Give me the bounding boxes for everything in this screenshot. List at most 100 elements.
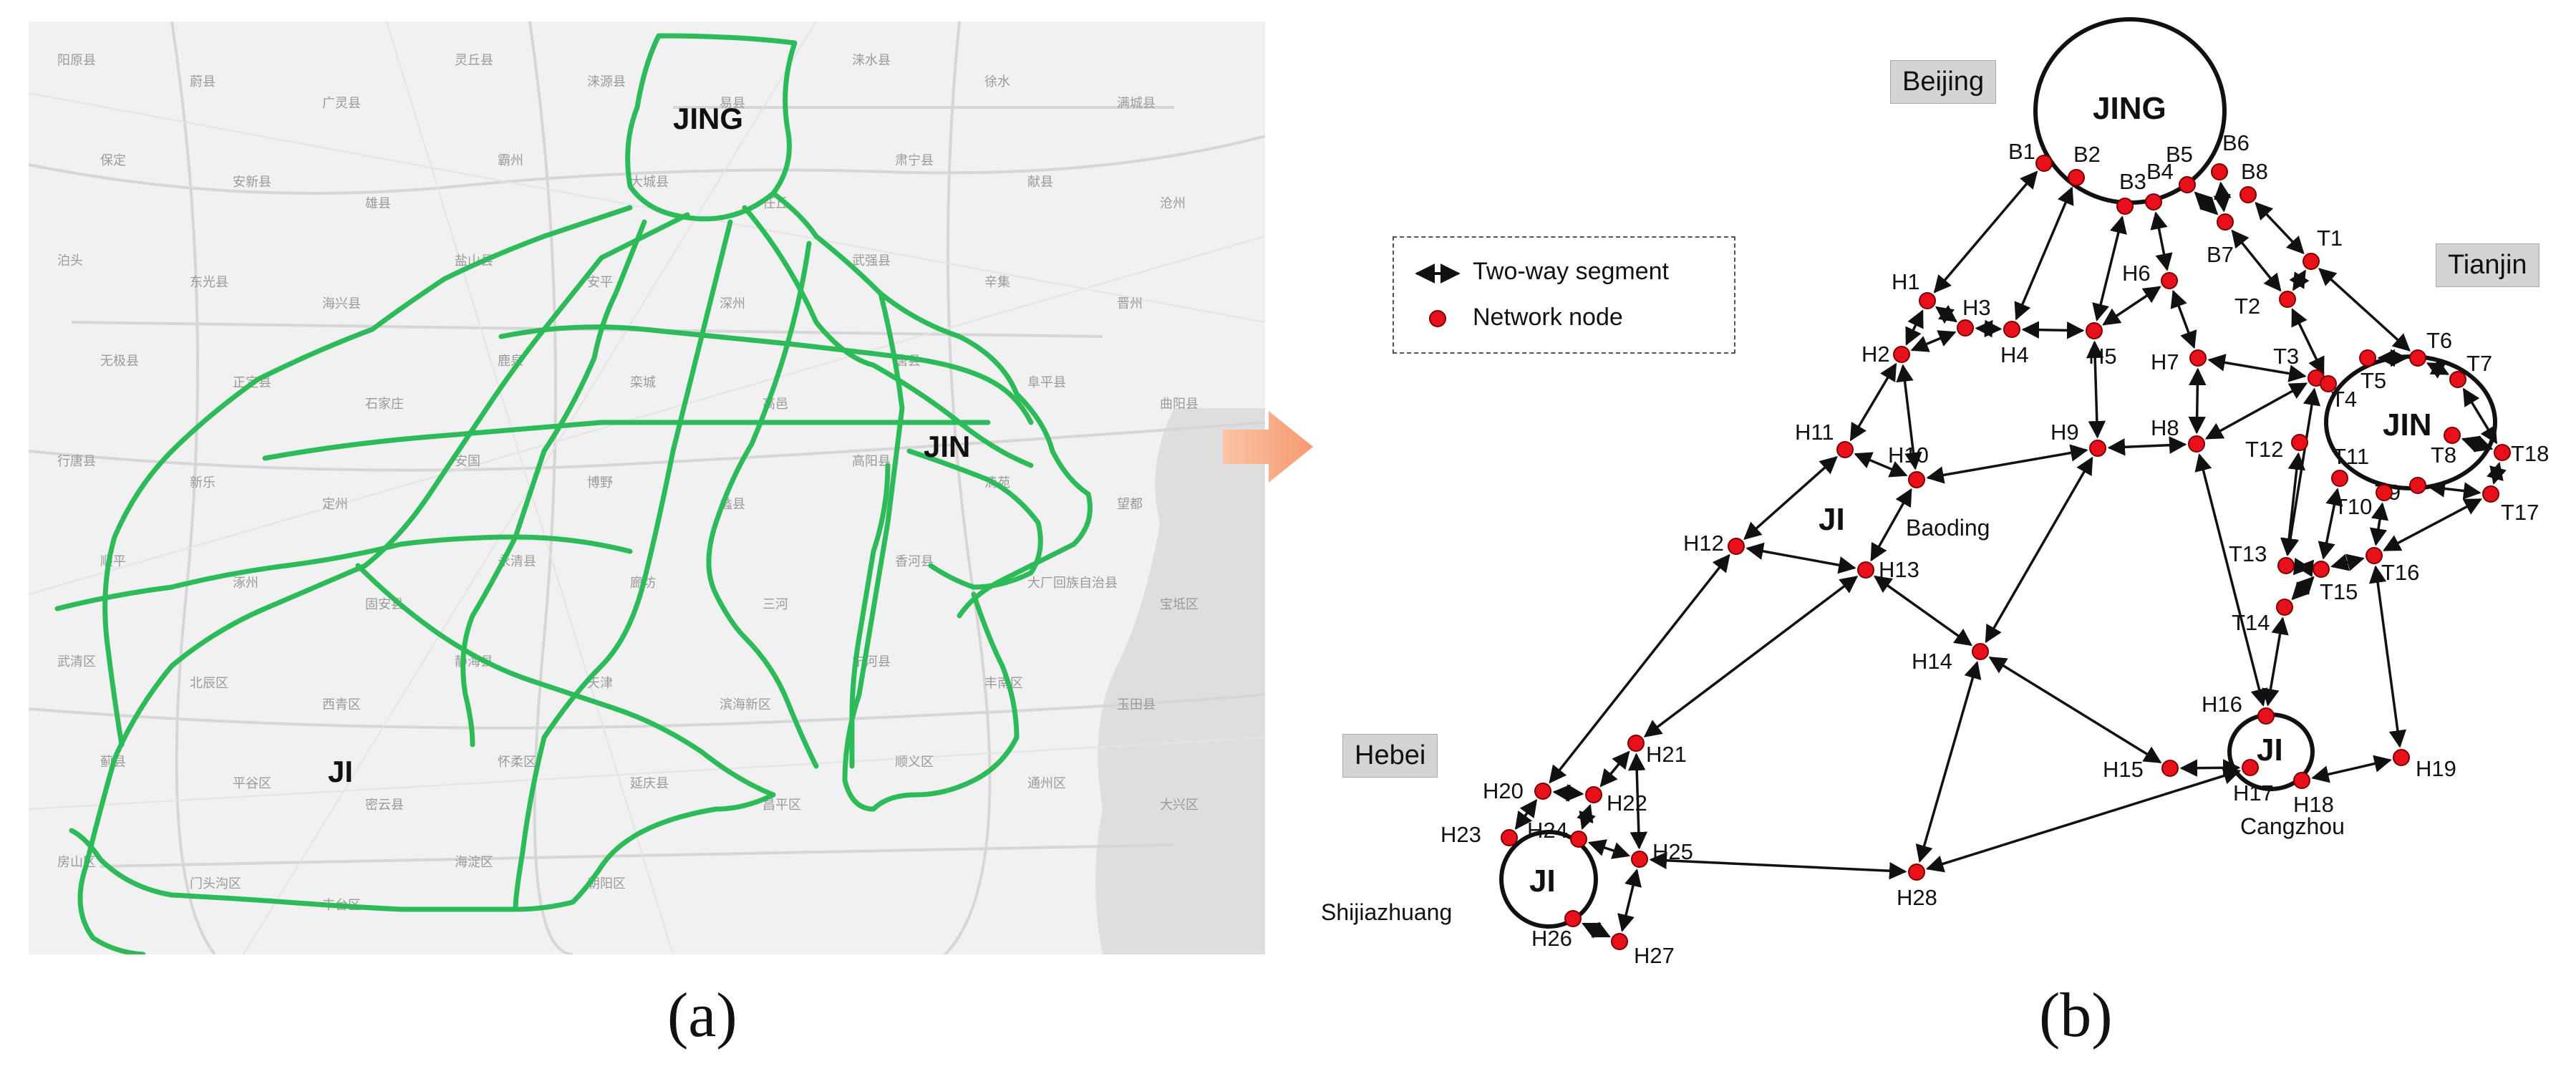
network-node: [1972, 643, 1989, 660]
network-node: [2279, 291, 2296, 308]
two-way-segment: [2150, 211, 2173, 271]
two-way-segment: [1643, 576, 1859, 737]
node-label: H14: [1912, 649, 1952, 674]
network-node: [2257, 707, 2275, 725]
node-label: H24: [1527, 818, 1568, 843]
place-name: 蔚县: [190, 74, 216, 89]
node-label: T1: [2317, 226, 2343, 251]
legend-node-label: Network node: [1473, 304, 1623, 331]
two-way-segment: [2382, 498, 2483, 552]
two-way-segment: [2262, 616, 2289, 707]
legend-node-icon: [1429, 310, 1446, 327]
place-name: 望都: [1117, 497, 1143, 511]
network-node: [1570, 831, 1587, 848]
two-way-segment: [2021, 321, 2085, 339]
place-name: 门头沟区: [190, 876, 241, 891]
node-label: B7: [2207, 242, 2234, 267]
place-name: 北辰区: [190, 676, 228, 690]
node-label: T17: [2501, 500, 2539, 525]
two-way-segment: [2255, 201, 2305, 255]
place-name: 天津: [587, 676, 613, 690]
place-name: 肃宁县: [895, 153, 934, 168]
two-way-segment: [2107, 436, 2187, 456]
two-way-segment: [1915, 661, 1982, 863]
two-way-segment: [1933, 170, 2038, 294]
two-way-segment: [1975, 319, 2003, 338]
two-way-segment: [1599, 750, 1630, 788]
network-node: [2494, 444, 2511, 461]
place-name: 阳原县: [57, 53, 96, 67]
node-label: T10: [2334, 494, 2372, 519]
two-way-segment: [2289, 269, 2310, 291]
network-node: [2145, 193, 2162, 211]
two-way-segment: [1577, 803, 1596, 831]
place-name: 晋州: [1117, 296, 1143, 311]
two-way-segment: [1925, 767, 2242, 873]
node-label: H11: [1795, 420, 1834, 445]
node-label: H12: [1683, 531, 1724, 556]
net-label-jin: JIN: [2383, 407, 2431, 442]
two-way-segment: [2292, 557, 2315, 578]
place-name: 海兴县: [322, 296, 361, 311]
network-node: [2276, 599, 2293, 616]
node-label: T12: [2245, 437, 2283, 462]
highway-map: 阳原县蔚县广灵县灵丘县涞源县易县涞水县徐水满城县保定安新县雄县霸州大城县任丘肃宁…: [29, 21, 1265, 954]
two-way-segment: [2194, 453, 2268, 707]
network-node: [1501, 829, 1518, 846]
two-way-segment: [2369, 502, 2389, 546]
node-label: H8: [2151, 415, 2179, 440]
network-node: [2359, 349, 2376, 367]
two-way-segment: [1582, 921, 1611, 939]
sea-area: [1095, 408, 1265, 954]
network-drawing: B1B2B3B4B5B6B7B8T1T2T3T4T5T6T7T8T9T10T11…: [1321, 17, 2549, 968]
place-name: 大城县: [630, 175, 669, 189]
node-label: T11: [2333, 444, 2369, 469]
node-label: H9: [2050, 420, 2079, 445]
place-name: 行唐县: [57, 454, 96, 468]
place-name: 霸州: [498, 153, 523, 168]
network-node: [1728, 538, 1745, 555]
place-name: 无极县: [100, 354, 139, 368]
place-name: 阜平县: [1027, 375, 1066, 390]
network-node: [2217, 213, 2234, 231]
network-node: [2161, 272, 2178, 289]
node-label: H4: [2000, 342, 2029, 367]
network-node: [2313, 561, 2330, 578]
place-name: 灵丘县: [455, 53, 493, 67]
place-name: 昌平区: [762, 798, 801, 812]
node-label: H17: [2233, 780, 2274, 806]
two-way-segment: [2426, 359, 2450, 379]
two-way-segment: [2291, 308, 2325, 375]
two-way-segment: [2311, 755, 2392, 783]
two-way-segment: [1743, 455, 1838, 541]
network-node: [1957, 319, 1974, 337]
place-name: 顺义区: [895, 755, 934, 769]
two-way-segment: [1649, 851, 1907, 880]
network-node: [2449, 371, 2466, 388]
two-way-segment: [2461, 435, 2494, 453]
network-node: [1919, 292, 1936, 309]
map-label-jin: JIN: [924, 430, 971, 463]
node-label: B8: [2241, 159, 2268, 184]
two-way-segment: [1910, 330, 1957, 352]
node-label: B6: [2222, 130, 2250, 155]
net-label-ji-shijiazhuang: JI: [1529, 863, 1556, 899]
node-label: H10: [1888, 442, 1929, 468]
node-label: H18: [2293, 792, 2334, 817]
two-way-segment: [1988, 656, 2162, 764]
city-label-cangzhou: Cangzhou: [2240, 813, 2345, 839]
legend-two-way-label: Two-way segment: [1473, 258, 1669, 285]
place-name: 曲阳县: [1160, 397, 1199, 411]
two-way-segment: [2427, 480, 2481, 500]
two-way-segment: [1552, 784, 1584, 802]
place-name: 易县: [720, 96, 745, 110]
place-name: 栾城: [630, 375, 656, 390]
network-node: [2003, 321, 2020, 338]
map-drawing: 阳原县蔚县广灵县灵丘县涞源县易县涞水县徐水满城县保定安新县雄县霸州大城县任丘肃宁…: [29, 21, 1265, 954]
two-way-segment: [2291, 576, 2315, 601]
place-name: 满城县: [1117, 96, 1156, 110]
two-way-segment: [2204, 382, 2308, 440]
node-label: H20: [1483, 778, 1524, 803]
two-way-segment: [2330, 553, 2365, 571]
node-label: B3: [2119, 169, 2146, 194]
